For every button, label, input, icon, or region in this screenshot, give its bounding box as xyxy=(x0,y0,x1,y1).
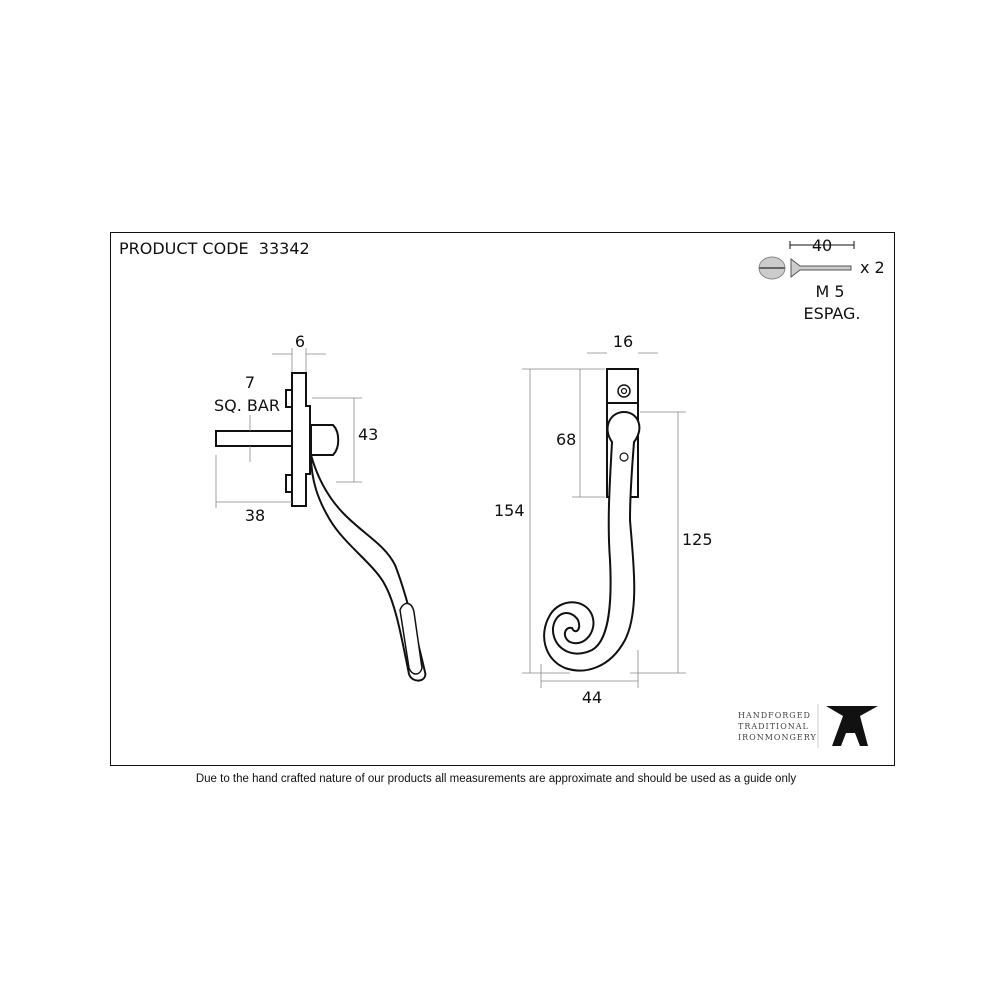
plate-thickness-dim: 6 xyxy=(294,332,306,351)
logo-text: HANDFORGED TRADITIONAL IRONMONGERY xyxy=(738,710,817,743)
screw-length: 40 xyxy=(811,236,833,255)
front-view-drawing xyxy=(543,368,641,672)
product-code-label: PRODUCT CODE 33342 xyxy=(119,239,310,258)
bar-label: SQ. BAR xyxy=(214,396,280,415)
screw-thread: M 5 xyxy=(815,282,845,301)
screw-type: ESPAG. xyxy=(803,304,861,323)
disclaimer: Due to the hand crafted nature of our pr… xyxy=(195,773,797,785)
top-width-dim: 16 xyxy=(612,332,634,351)
screw-quantity: x 2 xyxy=(860,258,885,277)
bar-length-dim: 38 xyxy=(244,506,266,525)
screw-icon xyxy=(758,241,855,280)
logo-line-1: HANDFORGED xyxy=(738,711,811,720)
logo-line-3: IRONMONGERY xyxy=(738,733,817,742)
side-view-dimensions xyxy=(215,348,362,508)
logo-line-2: TRADITIONAL xyxy=(738,722,809,731)
bar-size-dim: 7 xyxy=(244,373,256,392)
side-view-drawing xyxy=(215,372,427,682)
plate-height-dim: 68 xyxy=(556,430,577,449)
handle-height-dim: 125 xyxy=(682,530,713,549)
sheet-frame xyxy=(110,232,895,766)
boss-height-dim: 43 xyxy=(358,425,379,444)
front-view-dimensions xyxy=(522,352,686,688)
product-code: 33342 xyxy=(258,239,310,258)
overall-height-dim: 154 xyxy=(494,501,525,520)
curl-width-dim: 44 xyxy=(581,688,603,707)
anvil-logo-icon xyxy=(826,706,878,746)
